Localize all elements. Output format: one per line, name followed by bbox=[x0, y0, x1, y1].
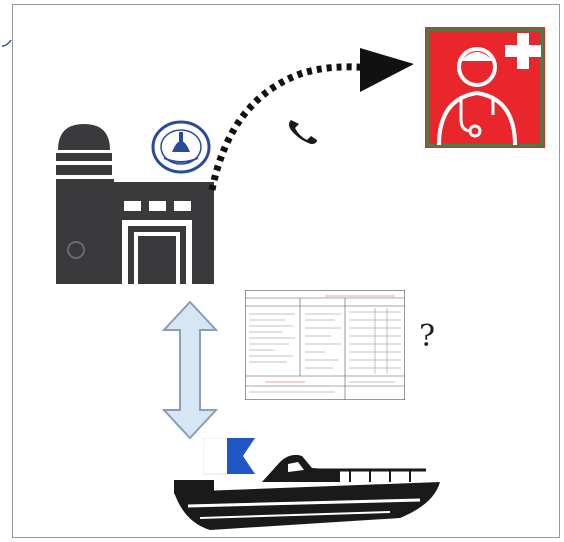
corner-mark-icon bbox=[0, 36, 14, 50]
boat-icon bbox=[170, 440, 470, 536]
phone-icon bbox=[283, 114, 323, 148]
incident-form-icon bbox=[245, 290, 405, 400]
doctor-icon bbox=[425, 27, 545, 148]
two-way-arrow bbox=[162, 300, 218, 440]
question-mark: ? bbox=[419, 322, 435, 352]
